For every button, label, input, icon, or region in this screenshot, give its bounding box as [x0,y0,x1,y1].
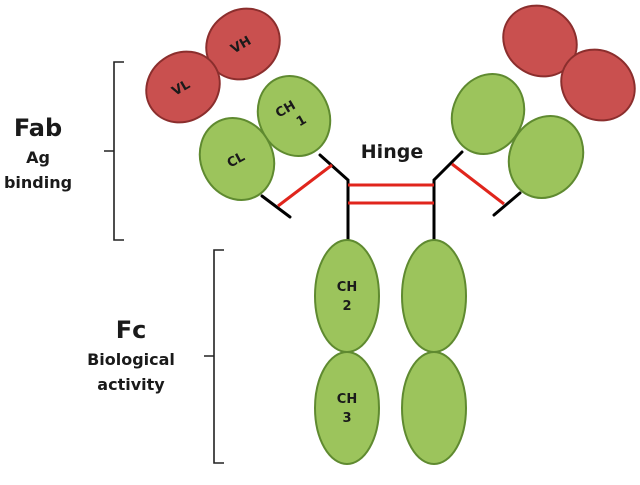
left-heavy-light-disulfide [277,163,333,208]
cl-domain-right [507,115,585,199]
ch2-domain-left [314,239,380,353]
ch1-domain-right [450,73,526,155]
fab-subtitle-line1: Ag [26,148,50,167]
ch2-label-line1: CH [337,280,357,295]
cl-domain-left [198,117,276,201]
vl-domain-left [145,50,221,124]
ch2-domain-right [401,239,467,353]
left-heavy-chain-line [318,153,350,242]
fc-subtitle-line1: Biological [87,350,175,369]
ch3-label-line1: CH [337,392,357,407]
left-light-chain-tail [260,194,292,219]
fc-region [314,239,467,465]
fc-bracket [204,249,224,464]
disulfide-bonds [277,162,505,208]
left-fab-arm [145,7,332,201]
ch3-domain-left [314,351,380,465]
ch2-label-line2: 2 [342,299,351,314]
right-light-chain-tail [492,191,522,217]
ch3-label-line2: 3 [342,411,351,426]
fc-title: Fc [116,316,147,344]
right-heavy-chain-line [432,150,464,242]
hinge-label: Hinge [361,141,423,163]
chain-lines [260,150,522,242]
cl-label: CL [225,150,248,172]
vl-domain-right [560,48,636,122]
fc-subtitle-line2: activity [97,375,165,394]
fab-bracket [104,61,124,241]
right-heavy-light-disulfide [451,162,505,206]
fab-subtitle-line2: binding [4,173,72,192]
ch3-domain-right [401,351,467,465]
right-fab-arm [450,4,636,199]
fab-title: Fab [14,114,62,142]
